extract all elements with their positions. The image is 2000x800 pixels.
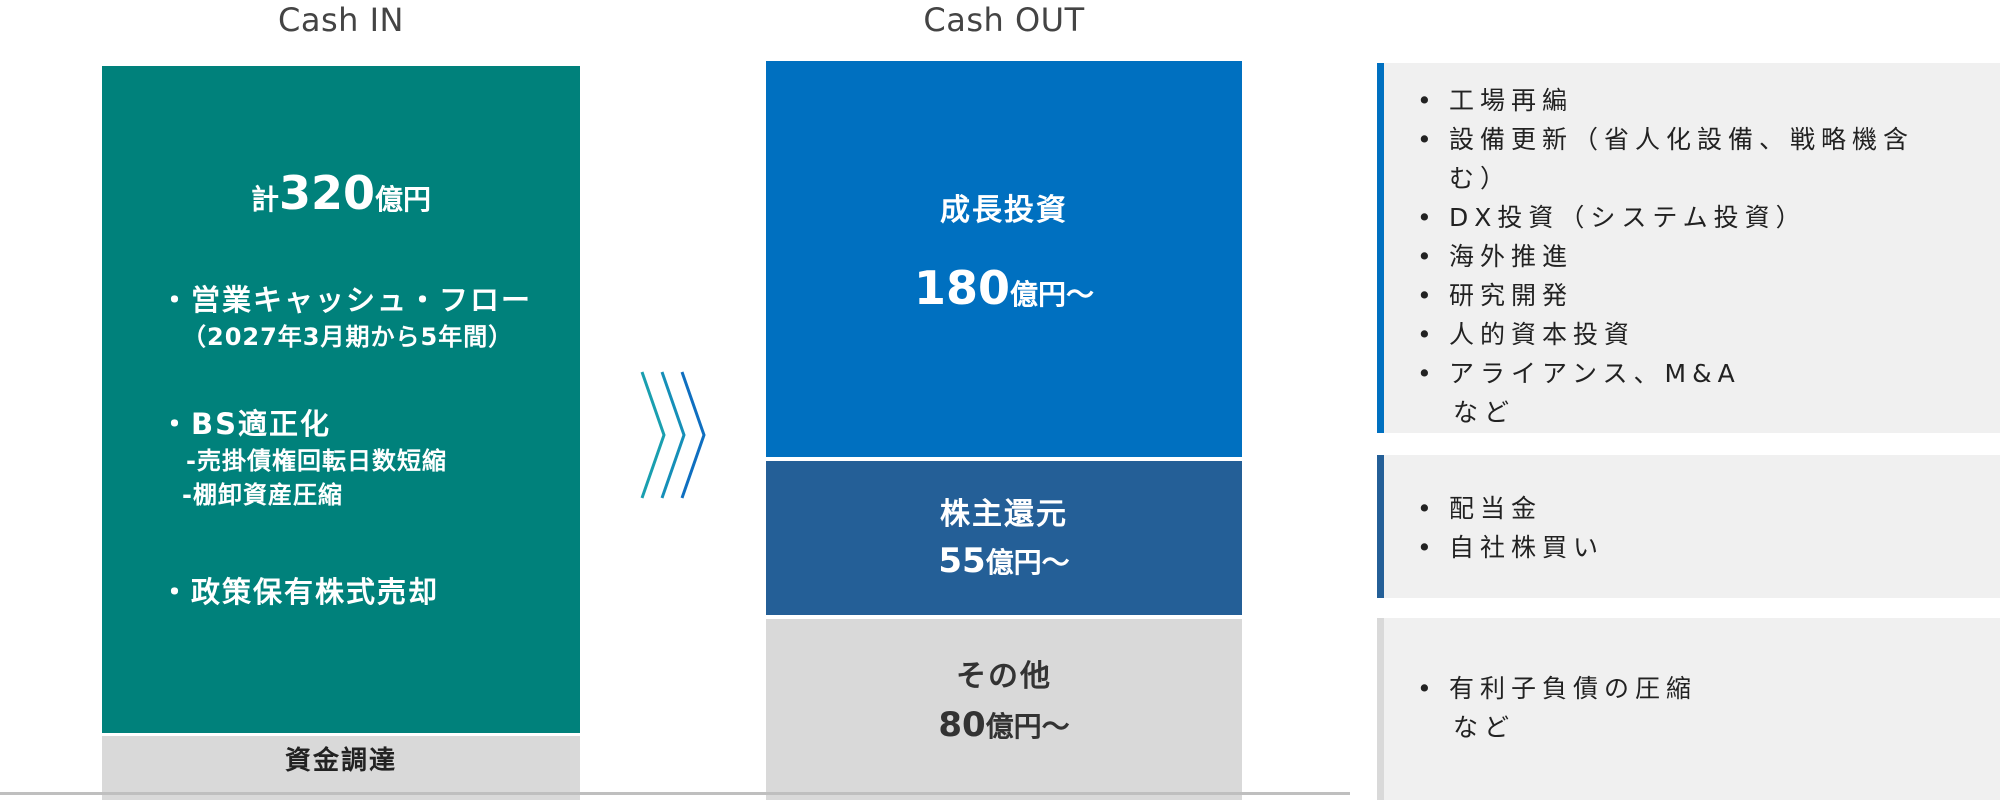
item-label: ・政策保有株式売却 [160,575,440,609]
cash-out-shareholder-return: 株主還元 55億円～ [766,461,1242,615]
other-detail-list: •有利子負債の圧縮 など [1417,669,1697,747]
cash-in-title: Cash IN [278,1,404,39]
growth-amount: 180億円～ [766,261,1242,315]
growth-detail-list: •工場再編 •設備更新（省人化設備、戦略機含 む） •DX投資（システム投資） … [1417,81,1914,432]
cash-in-item-bs-optimization: ・BS適正化 -売掛債権回転日数短縮 -棚卸資産圧縮 [160,404,447,512]
list-item: •研究開発 [1417,281,1574,310]
cash-out-growth-investment: 成長投資 180億円～ [766,61,1242,457]
item-label: ・営業キャッシュ・フロー [160,283,533,317]
list-item: •海外推進 [1417,242,1574,271]
list-item: む） [1449,164,1512,193]
detail-other: •有利子負債の圧縮 など [1377,618,2000,800]
accent-bar [1377,63,1384,433]
baseline-divider [0,792,1350,795]
total-prefix: 計 [250,183,279,216]
accent-bar [1377,618,1384,800]
list-item: •人的資本投資 [1417,320,1636,349]
chevron-arrow-icon [640,371,706,499]
growth-unit: 億円～ [1010,278,1095,311]
other-unit: 億円～ [985,710,1070,743]
list-item: •設備更新（省人化設備、戦略機含 [1417,125,1915,154]
return-amount: 55億円～ [766,541,1242,581]
cash-in-financing: 資金調達 [102,736,580,800]
list-item: •工場再編 [1417,86,1574,115]
cash-in-total: 計320億円 [102,166,580,220]
cash-out-other: その他 80億円～ [766,619,1242,800]
return-label: 株主還元 [940,497,1068,532]
cash-in-item-policy-shares: ・政策保有株式売却 [160,572,439,612]
total-number: 320 [278,166,376,220]
detail-growth: •工場再編 •設備更新（省人化設備、戦略機含 む） •DX投資（システム投資） … [1377,63,2000,433]
accent-bar [1377,455,1384,598]
other-amount: 80億円～ [766,705,1242,745]
cash-in-item-operating-cf: ・営業キャッシュ・フロー （2027年3月期から5年間） [160,280,532,354]
return-unit: 億円～ [985,546,1070,579]
other-number: 80 [938,705,986,745]
item-sub: （2027年3月期から5年間） [182,323,514,351]
list-item: •配当金 [1417,494,1543,523]
list-item: •アライアンス、M&A [1417,359,1741,388]
cash-in-box: 計320億円 ・営業キャッシュ・フロー （2027年3月期から5年間） ・BS適… [102,66,580,733]
detail-shareholder-return: •配当金 •自社株買い [1377,455,2000,598]
growth-label: 成長投資 [940,193,1068,228]
return-detail-list: •配当金 •自社株買い [1417,489,1604,567]
list-note: など [1453,713,1516,742]
item-sub: -棚卸資産圧縮 [182,481,343,509]
list-note: など [1453,398,1516,427]
other-label: その他 [956,659,1052,694]
item-label: ・BS適正化 [160,407,331,441]
total-unit: 億円 [375,183,432,216]
return-number: 55 [938,541,986,581]
growth-number: 180 [913,261,1010,315]
item-sub: -売掛債権回転日数短縮 [186,447,447,475]
list-item: •自社株買い [1417,533,1605,562]
list-item: •DX投資（システム投資） [1417,203,1807,232]
cash-out-title: Cash OUT [923,1,1085,39]
list-item: •有利子負債の圧縮 [1417,674,1698,703]
